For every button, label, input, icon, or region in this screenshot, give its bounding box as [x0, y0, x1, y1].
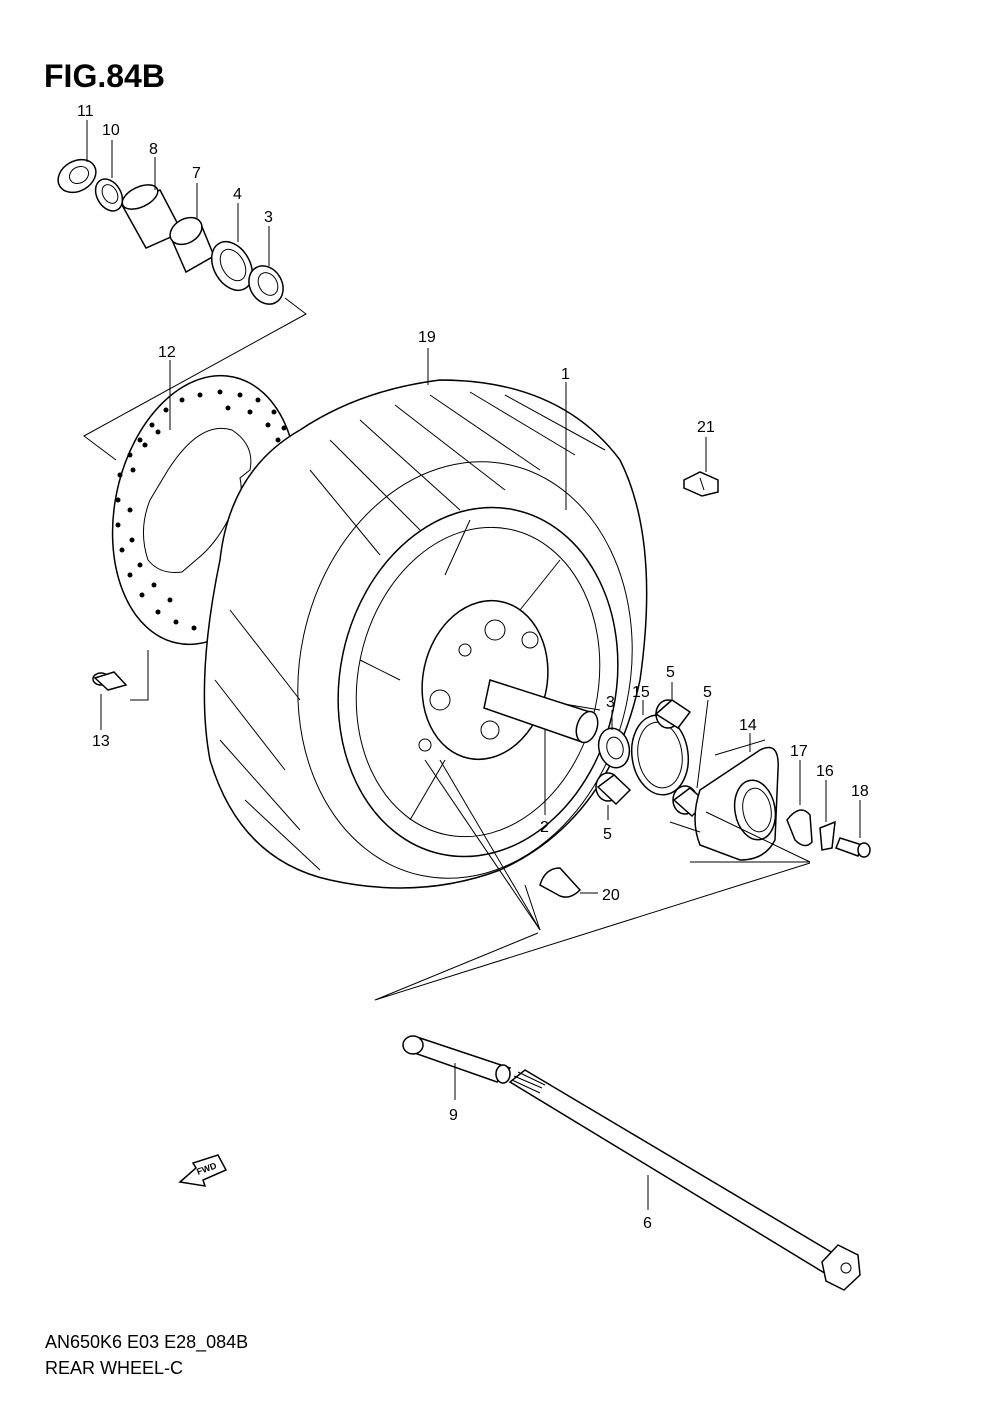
callout-6: 6: [643, 1215, 652, 1232]
part-11-nut: [57, 158, 97, 194]
part-9-spacer: [402, 1035, 512, 1084]
callout-1: 1: [561, 366, 570, 383]
part-15-o-ring: [630, 714, 690, 796]
part-6-axle: [508, 1069, 861, 1291]
callout-17: 17: [790, 743, 808, 760]
part-5-damper-b: [595, 772, 632, 806]
callout-5a: 5: [666, 664, 675, 681]
callout-3b: 3: [606, 694, 615, 711]
figure-title: FIG.84B: [44, 58, 165, 94]
fwd-arrow-icon: FWD: [178, 1154, 228, 1187]
callout-8: 8: [149, 141, 158, 158]
callout-10: 10: [102, 122, 120, 139]
callout-15: 15: [632, 684, 650, 701]
figure-name: REAR WHEEL-C: [45, 1358, 184, 1378]
callout-3a: 3: [264, 209, 273, 226]
part-3-bearing: [248, 265, 284, 305]
callout-21: 21: [697, 419, 715, 436]
callout-11: 11: [77, 103, 94, 120]
callout-12: 12: [158, 344, 176, 361]
part-14-sprocket-mount: [669, 739, 779, 861]
callout-16: 16: [816, 763, 834, 780]
callout-18: 18: [851, 783, 869, 800]
part-21-clamp: [683, 471, 719, 497]
part-4-seal: [210, 241, 254, 291]
part-17-plate: [786, 809, 813, 847]
part-16-clip: [819, 820, 836, 851]
figure-code: AN650K6 E03 E28_084B: [45, 1332, 249, 1352]
callout-20: 20: [602, 887, 620, 904]
callout-5c: 5: [603, 826, 612, 843]
callout-19: 19: [418, 329, 436, 346]
callout-14: 14: [739, 717, 757, 734]
part-5-damper-a: [654, 699, 692, 730]
part-13-bolt: [92, 671, 128, 691]
part-8-collar: [120, 184, 184, 249]
part-10-washer: [94, 178, 124, 212]
part-2-axle-sleeve: [483, 679, 599, 744]
callout-4: 4: [233, 186, 242, 203]
part-7-spacer: [169, 216, 215, 274]
part-3-bearing-right: [597, 727, 631, 769]
callout-5b: 5: [703, 684, 712, 701]
callout-13: 13: [92, 733, 110, 750]
part-18-screw: [835, 837, 871, 858]
part-20-valve: [539, 867, 598, 898]
callout-9: 9: [449, 1107, 458, 1124]
callout-7: 7: [192, 165, 201, 182]
callout-2: 2: [540, 819, 549, 836]
